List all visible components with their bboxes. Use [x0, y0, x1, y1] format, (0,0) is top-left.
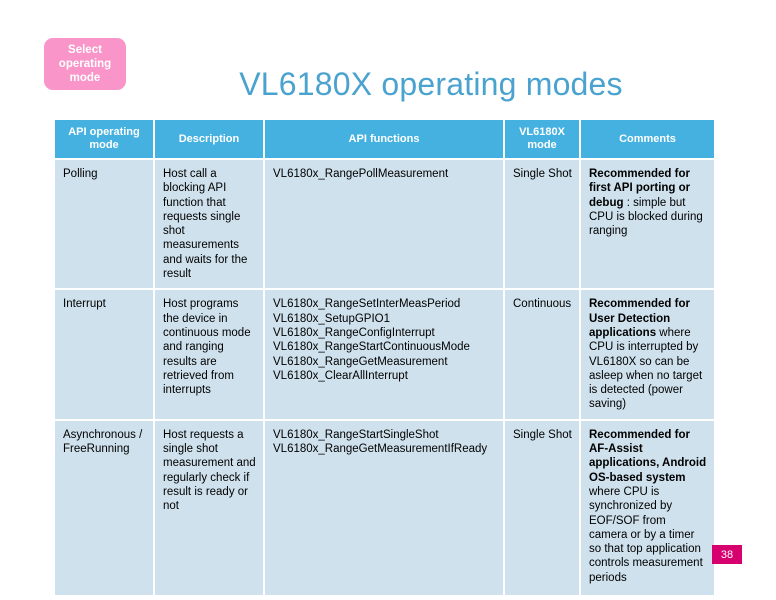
comment-emphasis: Recommended for User Detection applicati… — [589, 298, 690, 339]
table-row: Interrupt Host programs the device in co… — [55, 290, 714, 419]
api-function-name: VL6180x_RangeGetMeasurementIfReady — [273, 443, 488, 456]
table-row: Asynchronous / FreeRunning Host requests… — [55, 420, 714, 595]
callout-text: Select operating mode — [55, 43, 115, 85]
comment-emphasis: Recommended for AF-Assist applications, … — [589, 428, 707, 484]
api-function-name: VL6180x_ClearAllInterrupt — [273, 369, 408, 382]
api-function-name: VL6180x_RangeGetMeasurement — [273, 355, 448, 368]
cell-comments: Recommended for AF-Assist applications, … — [581, 420, 714, 595]
api-function-name: VL6180x_SetupGPIO1 — [273, 312, 390, 325]
cell-description: Host requests a single shot measurement … — [155, 420, 263, 595]
column-header-comments: Comments — [581, 120, 714, 158]
column-header-description: Description — [155, 120, 263, 158]
operating-modes-table: API operating mode Description API funct… — [53, 118, 716, 597]
callout-line-3: mode — [69, 72, 101, 84]
cell-description: Host call a blocking API function that r… — [155, 160, 263, 289]
cell-mode: Polling — [55, 160, 153, 289]
table-row: Polling Host call a blocking API functio… — [55, 160, 714, 289]
column-header-api-functions: API functions — [265, 120, 503, 158]
cell-mode: Interrupt — [55, 290, 153, 419]
api-function-name: VL6180x_RangeSetInterMeasPeriod — [273, 298, 461, 311]
cell-vl6180x-mode: Single Shot — [505, 420, 579, 595]
cell-api-functions: VL6180x_RangePollMeasurement — [265, 160, 503, 289]
cell-mode: Asynchronous / FreeRunning — [55, 420, 153, 595]
column-header-api-operating-mode: API operating mode — [55, 120, 153, 158]
table-header-row: API operating mode Description API funct… — [55, 120, 714, 158]
select-operating-mode-callout: Select operating mode — [44, 38, 126, 90]
api-function-name: VL6180x_RangeStartSingleShot — [273, 428, 439, 441]
page-title: VL6180X operating modes — [239, 66, 623, 102]
api-function-name: VL6180x_RangePollMeasurement — [273, 168, 449, 180]
cell-vl6180x-mode: Continuous — [505, 290, 579, 419]
callout-line-2: operating — [58, 58, 112, 70]
callout-line-1: Select — [68, 44, 102, 56]
cell-description: Host programs the device in continuous m… — [155, 290, 263, 419]
cell-comments: Recommended for User Detection applicati… — [581, 290, 714, 419]
page-number-badge: 38 — [712, 545, 742, 564]
api-function-name: VL6180x_RangeStartContinuousMode — [273, 341, 470, 354]
cell-comments: Recommended for first API porting or deb… — [581, 160, 714, 289]
cell-vl6180x-mode: Single Shot — [505, 160, 579, 289]
column-header-vl6180x-mode: VL6180X mode — [505, 120, 579, 158]
comment-emphasis: Recommended for first API porting or deb… — [589, 168, 691, 209]
api-function-name: VL6180x_RangeConfigInterrupt — [273, 326, 435, 339]
